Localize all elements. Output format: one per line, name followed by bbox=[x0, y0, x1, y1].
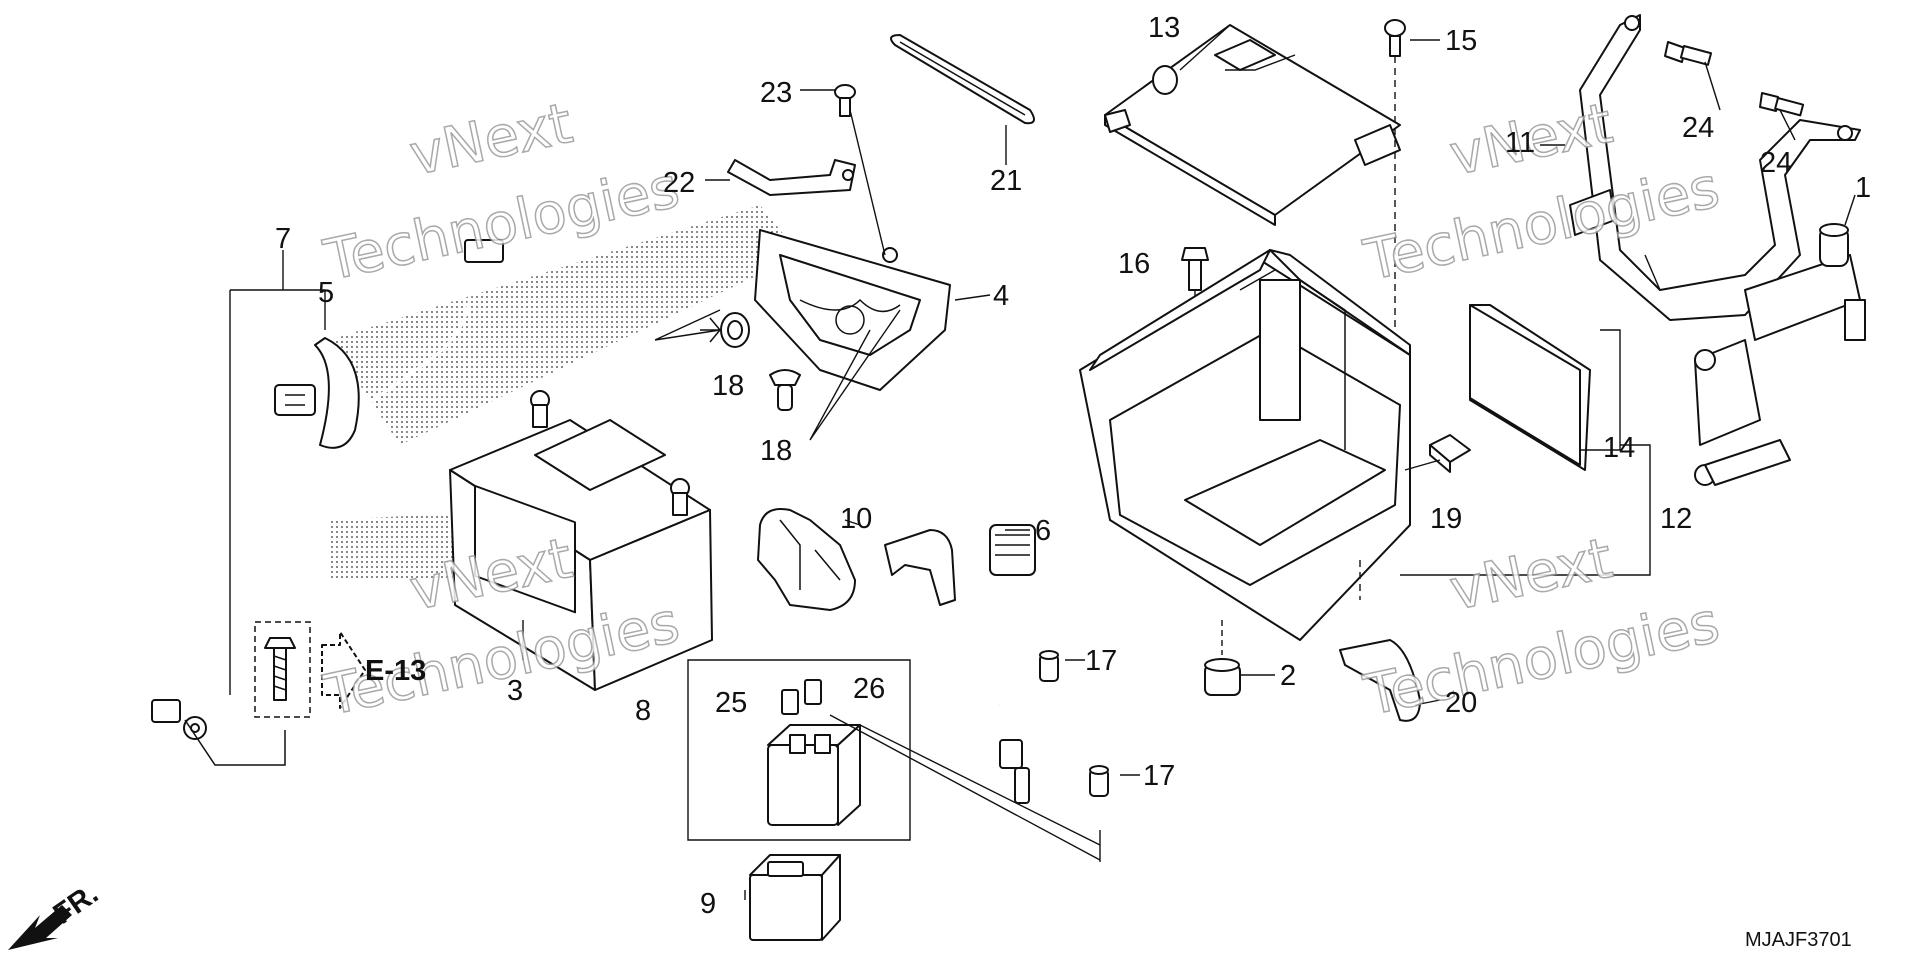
clip-18b bbox=[769, 369, 801, 411]
callout-21: 21 bbox=[990, 165, 1022, 197]
callout-3: 3 bbox=[507, 675, 523, 707]
callout-6: 6 bbox=[1035, 515, 1051, 547]
callout-17b: 17 bbox=[1143, 760, 1175, 792]
box-cover bbox=[1104, 24, 1401, 226]
clip-19 bbox=[1429, 434, 1471, 473]
relay-group bbox=[687, 659, 1101, 862]
bolt-e13 bbox=[254, 621, 366, 718]
band-21 bbox=[890, 34, 1035, 125]
callout-25: 25 bbox=[715, 687, 747, 719]
clip-1 bbox=[1819, 223, 1849, 267]
watermark-line1: vNext bbox=[404, 91, 578, 189]
callout-15: 15 bbox=[1445, 25, 1477, 57]
callout-4: 4 bbox=[993, 280, 1009, 312]
bracket-lines-7 bbox=[229, 250, 326, 695]
screw-23 bbox=[834, 84, 886, 256]
callout-2: 2 bbox=[1280, 660, 1296, 692]
band bbox=[274, 337, 360, 449]
callout-23: 23 bbox=[760, 77, 792, 109]
callout-7: 7 bbox=[275, 223, 291, 255]
watermark-line1: vNext bbox=[1444, 526, 1618, 624]
callout-16: 16 bbox=[1118, 248, 1150, 280]
rubber-mount bbox=[1204, 620, 1241, 696]
battery-frame bbox=[1569, 14, 1866, 486]
callout-18a: 18 bbox=[712, 370, 744, 402]
battery bbox=[449, 390, 713, 691]
stay bbox=[727, 159, 856, 196]
callout-24b: 24 bbox=[1760, 147, 1792, 179]
clip-18a bbox=[700, 312, 750, 348]
callout-9: 9 bbox=[700, 888, 716, 920]
front-arrow: FR. bbox=[8, 878, 104, 950]
battery-cable bbox=[70, 239, 504, 766]
watermark-line2: Technologies bbox=[1358, 590, 1724, 729]
fuse-25 bbox=[781, 689, 799, 715]
callout-24a: 24 bbox=[1682, 112, 1714, 144]
callout-labels: 1 2 3 4 5 6 7 8 9 10 11 12 13 14 15 16 1… bbox=[275, 12, 1871, 920]
bolt-24a bbox=[1664, 41, 1713, 66]
reference-page-label: E-13 bbox=[365, 655, 426, 687]
callout-26: 26 bbox=[853, 673, 885, 705]
callout-13: 13 bbox=[1148, 12, 1180, 44]
callout-12: 12 bbox=[1660, 503, 1692, 535]
callout-19: 19 bbox=[1430, 503, 1462, 535]
callout-5: 5 bbox=[318, 277, 334, 309]
watermark-line2: Technologies bbox=[1358, 155, 1724, 294]
leader-lines-18 bbox=[654, 309, 901, 441]
band-20 bbox=[1339, 639, 1421, 722]
relay bbox=[749, 854, 841, 941]
callout-17a: 17 bbox=[1085, 645, 1117, 677]
drawing-code: MJAJF3701 bbox=[1745, 929, 1852, 951]
callout-1: 1 bbox=[1855, 172, 1871, 204]
bolt-24b bbox=[1759, 92, 1805, 117]
callout-22: 22 bbox=[663, 167, 695, 199]
callout-10: 10 bbox=[840, 503, 872, 535]
battery-box bbox=[1079, 249, 1411, 641]
sheet bbox=[1469, 304, 1591, 471]
grommet-17a bbox=[1039, 650, 1059, 682]
callout-18b: 18 bbox=[760, 435, 792, 467]
screw-15 bbox=[1384, 19, 1406, 330]
callout-8: 8 bbox=[635, 695, 651, 727]
leader-lines bbox=[522, 24, 1856, 900]
sub-harness bbox=[884, 524, 1043, 865]
terminal-cover bbox=[757, 508, 856, 611]
fuse-26 bbox=[804, 679, 822, 705]
holder-tray bbox=[754, 229, 951, 391]
callout-20: 20 bbox=[1445, 687, 1477, 719]
callout-14: 14 bbox=[1603, 432, 1635, 464]
grommet-17b bbox=[1089, 765, 1109, 797]
callout-11: 11 bbox=[1505, 127, 1535, 159]
